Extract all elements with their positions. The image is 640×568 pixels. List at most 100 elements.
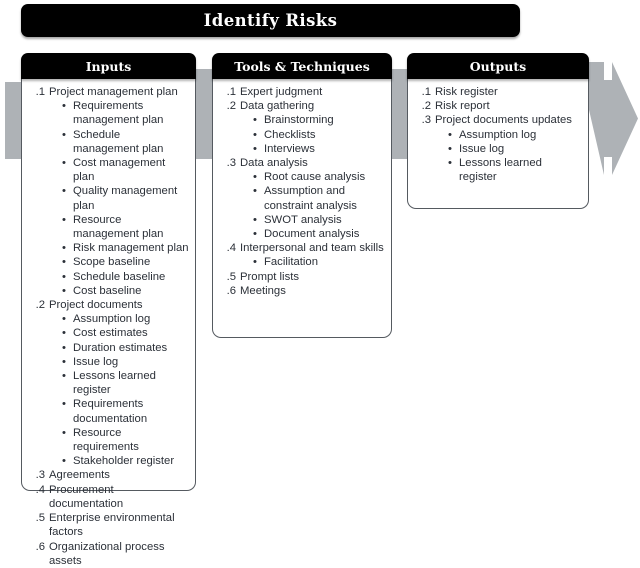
list-item-number: .1 bbox=[35, 86, 45, 98]
connector-bar-inputs-to-tools bbox=[195, 69, 212, 159]
bullet-icon: • bbox=[253, 114, 257, 127]
sub-list-item: •Cost estimates bbox=[62, 326, 189, 340]
list-item-label: Prompt lists bbox=[240, 270, 300, 283]
list-item-label: Project documents bbox=[49, 299, 143, 312]
bullet-icon: • bbox=[62, 213, 66, 226]
sub-list-item-label: Lessons learned register bbox=[459, 157, 542, 184]
sub-list-item: • Resource requirements bbox=[62, 426, 189, 454]
sub-list-item: •Issue log bbox=[62, 355, 189, 369]
sub-list-item-label: Stakeholder register bbox=[73, 455, 175, 468]
sub-list-item-label: Risk management plan bbox=[73, 242, 189, 255]
output-arrow-icon bbox=[578, 62, 638, 175]
bullet-icon: • bbox=[62, 341, 66, 354]
sub-list-item-label: Scope baseline bbox=[73, 256, 151, 269]
sub-list-item: •Document analysis bbox=[253, 227, 385, 241]
sub-list: •Facilitation bbox=[240, 255, 385, 269]
bullet-icon: • bbox=[448, 128, 452, 141]
list-item-label: Expert judgment bbox=[240, 86, 323, 98]
process-title-banner: Identify Risks bbox=[21, 4, 520, 37]
sub-list-item: • Schedule baseline bbox=[62, 270, 189, 284]
list-item-label: Enterprise environmental factors bbox=[49, 512, 175, 539]
list-item-number: .1 bbox=[226, 86, 236, 98]
sub-list-item: •Lessons learned register bbox=[448, 156, 582, 184]
bullet-icon: • bbox=[62, 455, 66, 468]
sub-list-item-label: Document analysis bbox=[264, 228, 360, 241]
sub-list-item: •Checklists bbox=[253, 128, 385, 142]
sub-list-item-label: Resource management plan bbox=[73, 213, 164, 241]
list-item-number: .2 bbox=[226, 100, 236, 113]
page-title: Identify Risks bbox=[203, 11, 338, 30]
list-item-number: .5 bbox=[226, 270, 236, 283]
sub-list-item: •Interviews bbox=[253, 142, 385, 156]
sub-list-item: •Schedule management plan bbox=[62, 128, 189, 156]
list-item-number: .6 bbox=[226, 284, 236, 297]
sub-list-item-label: Duration estimates bbox=[73, 341, 168, 354]
bullet-icon: • bbox=[62, 100, 66, 113]
sub-list-item: •Quality management plan bbox=[62, 184, 189, 212]
sub-list-item: •Assumption log bbox=[62, 312, 189, 326]
sub-list: •Requirements management plan•Schedule m… bbox=[49, 99, 189, 298]
sub-list-item: •Cost baseline bbox=[62, 284, 189, 298]
list-item-number: .3 bbox=[226, 157, 236, 170]
bullet-icon: • bbox=[253, 213, 257, 226]
column-header-label: Tools & Techniques bbox=[234, 58, 370, 74]
list-item: .5 Enterprise environmental factors bbox=[28, 511, 189, 539]
list-item-number: .4 bbox=[35, 483, 45, 496]
list-item: .1 Expert judgment bbox=[219, 85, 385, 99]
list-item-label: Project documents updates bbox=[435, 114, 572, 127]
sub-list-item: •Assumption log bbox=[448, 128, 582, 142]
bullet-icon: • bbox=[62, 128, 66, 141]
sub-list-item-label: Cost baseline bbox=[73, 284, 142, 297]
list-item-label: Risk report bbox=[435, 100, 490, 113]
sub-list-item: •Risk management plan bbox=[62, 241, 189, 255]
sub-list-item-label: Assumption and constraint analysis bbox=[264, 185, 357, 212]
bullet-icon: • bbox=[62, 398, 66, 411]
bullet-icon: • bbox=[62, 270, 66, 283]
bullet-icon: • bbox=[62, 426, 66, 439]
sub-list-item-label: Schedule baseline bbox=[73, 270, 166, 283]
list-item-label: Interpersonal and team skills bbox=[240, 242, 384, 255]
list-item-label: Agreements bbox=[49, 469, 110, 482]
sub-list: •Brainstorming•Checklists•Interviews bbox=[240, 113, 385, 156]
column-header-label: Outputs bbox=[469, 58, 527, 74]
sub-list-item-label: Cost estimates bbox=[73, 327, 148, 340]
list-item-label: Data analysis bbox=[240, 157, 308, 170]
sub-list-item-label: Requirements documentation bbox=[73, 398, 148, 425]
sub-list-item-label: Quality management plan bbox=[73, 185, 178, 212]
sub-list-item-label: SWOT analysis bbox=[264, 213, 342, 226]
bullet-icon: • bbox=[253, 256, 257, 269]
sub-list-item-label: Cost management plan bbox=[73, 157, 166, 184]
sub-list-item-label: Checklists bbox=[264, 128, 316, 141]
sub-list-item-label: Assumption log bbox=[73, 313, 151, 326]
list-item-number: .4 bbox=[226, 242, 236, 255]
sub-list-item: •Assumption and constraint analysis bbox=[253, 184, 385, 212]
sub-list: •Assumption log•Cost estimates•Duration … bbox=[49, 312, 189, 468]
connector-bar-tools-to-outputs bbox=[391, 69, 408, 159]
list-item-number: .5 bbox=[35, 512, 45, 525]
sub-list-item-label: Interviews bbox=[264, 142, 315, 155]
list-item-number: .1 bbox=[421, 86, 431, 98]
column-header-inputs: Inputs bbox=[21, 53, 196, 79]
list-item-label: Data gathering bbox=[240, 100, 315, 113]
bullet-icon: • bbox=[62, 370, 66, 383]
sub-list-item-label: Root cause analysis bbox=[264, 171, 366, 184]
sub-list-item: •Facilitation bbox=[253, 255, 385, 269]
column-header-tools: Tools & Techniques bbox=[212, 53, 392, 79]
bullet-icon: • bbox=[62, 157, 66, 170]
sub-list-item-label: Resource requirements bbox=[73, 426, 139, 454]
sub-list-item: •Issue log bbox=[448, 142, 582, 156]
list-item: .5 Prompt lists bbox=[219, 270, 385, 284]
